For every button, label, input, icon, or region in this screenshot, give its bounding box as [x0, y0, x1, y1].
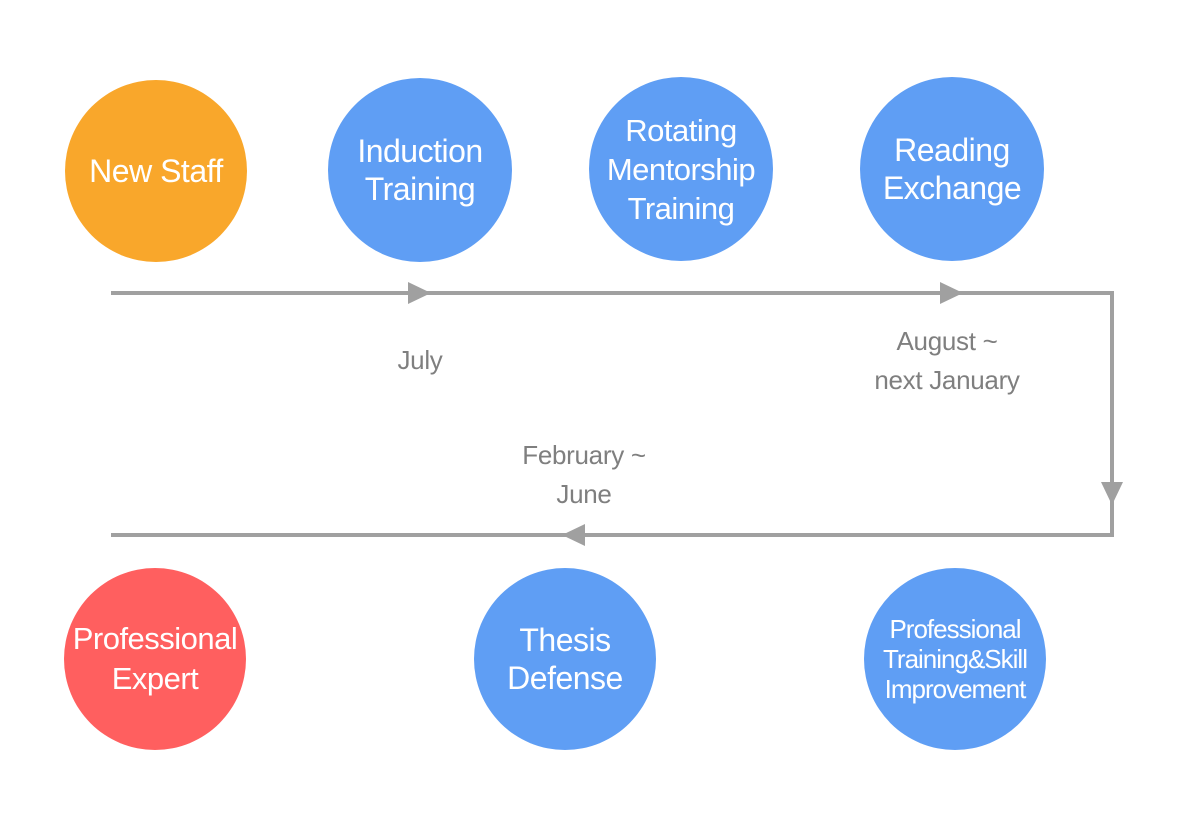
node-thesis-defense-label: Thesis Defense: [507, 622, 623, 696]
node-rotating-mentorship-training-label: Rotating Mentorship Training: [606, 112, 756, 226]
timeline-path: [111, 291, 1114, 537]
arrow-right-1: [408, 282, 431, 304]
node-induction-training: Induction Training: [328, 78, 512, 262]
node-professional-training-skill-label: Professional Training&Skill Improvement: [883, 614, 1028, 704]
node-reading-exchange-label: Reading Exchange: [882, 132, 1022, 206]
node-thesis-defense: Thesis Defense: [474, 568, 656, 750]
node-reading-exchange: Reading Exchange: [860, 77, 1044, 261]
node-new-staff-label: New Staff: [89, 153, 223, 189]
node-new-staff: New Staff: [65, 80, 247, 262]
node-induction-training-label: Induction Training: [357, 133, 483, 207]
node-professional-expert: Professional Expert: [64, 568, 246, 750]
node-rotating-mentorship-training: Rotating Mentorship Training: [589, 77, 773, 261]
period-august-january: August ~ next January: [874, 326, 1020, 395]
node-professional-training-skill: Professional Training&Skill Improvement: [864, 568, 1046, 750]
node-professional-expert-label: Professional Expert: [72, 621, 238, 696]
period-february-june: February ~ June: [522, 440, 646, 509]
arrow-down: [1101, 482, 1123, 505]
arrow-left: [562, 524, 585, 546]
period-july: July: [397, 345, 443, 375]
arrow-right-2: [940, 282, 963, 304]
